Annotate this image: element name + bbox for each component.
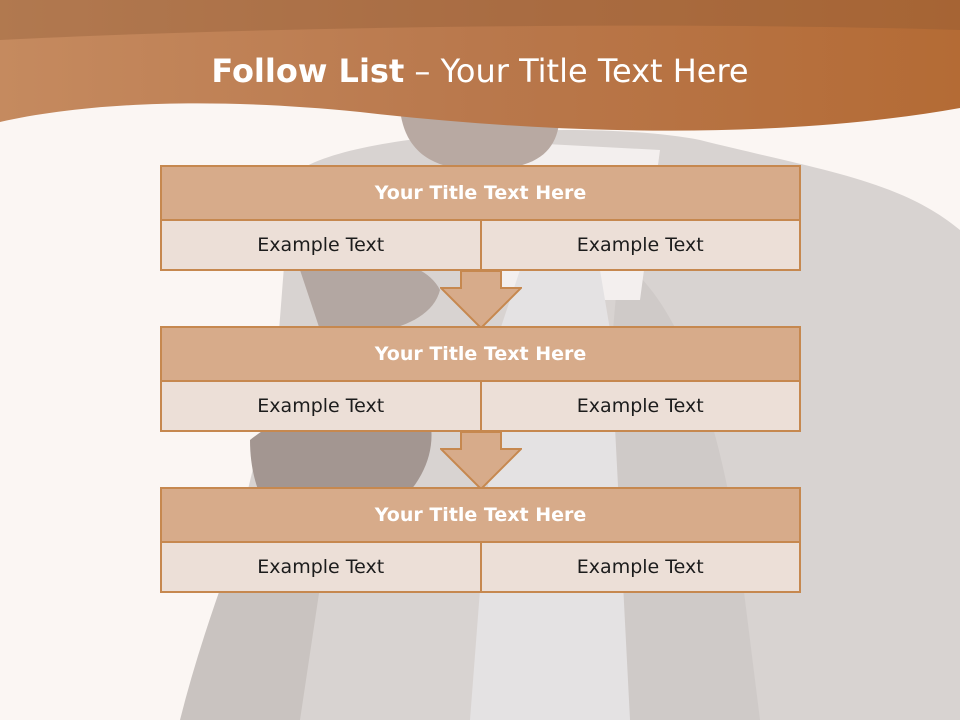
down-arrow-icon [440,270,522,330]
block-row: Example Text Example Text [160,543,801,593]
block-title: Your Title Text Here [160,326,801,382]
block-row: Example Text Example Text [160,382,801,432]
block-cell-left: Example Text [160,382,482,432]
block-row: Example Text Example Text [160,221,801,271]
follow-block-1: Your Title Text Here Example Text Exampl… [160,165,801,271]
down-arrow-icon [440,431,522,491]
follow-block-2: Your Title Text Here Example Text Exampl… [160,326,801,432]
block-title: Your Title Text Here [160,487,801,543]
block-title: Your Title Text Here [160,165,801,221]
slide-title: Follow List – Your Title Text Here [0,52,960,90]
block-cell-left: Example Text [160,543,482,593]
slide-title-bold: Follow List [211,52,405,90]
header-band [0,0,960,131]
follow-block-3: Your Title Text Here Example Text Exampl… [160,487,801,593]
slide-title-rest: – Your Title Text Here [414,52,749,90]
block-cell-right: Example Text [481,221,801,271]
block-cell-right: Example Text [481,543,801,593]
block-cell-right: Example Text [481,382,801,432]
block-cell-left: Example Text [160,221,482,271]
